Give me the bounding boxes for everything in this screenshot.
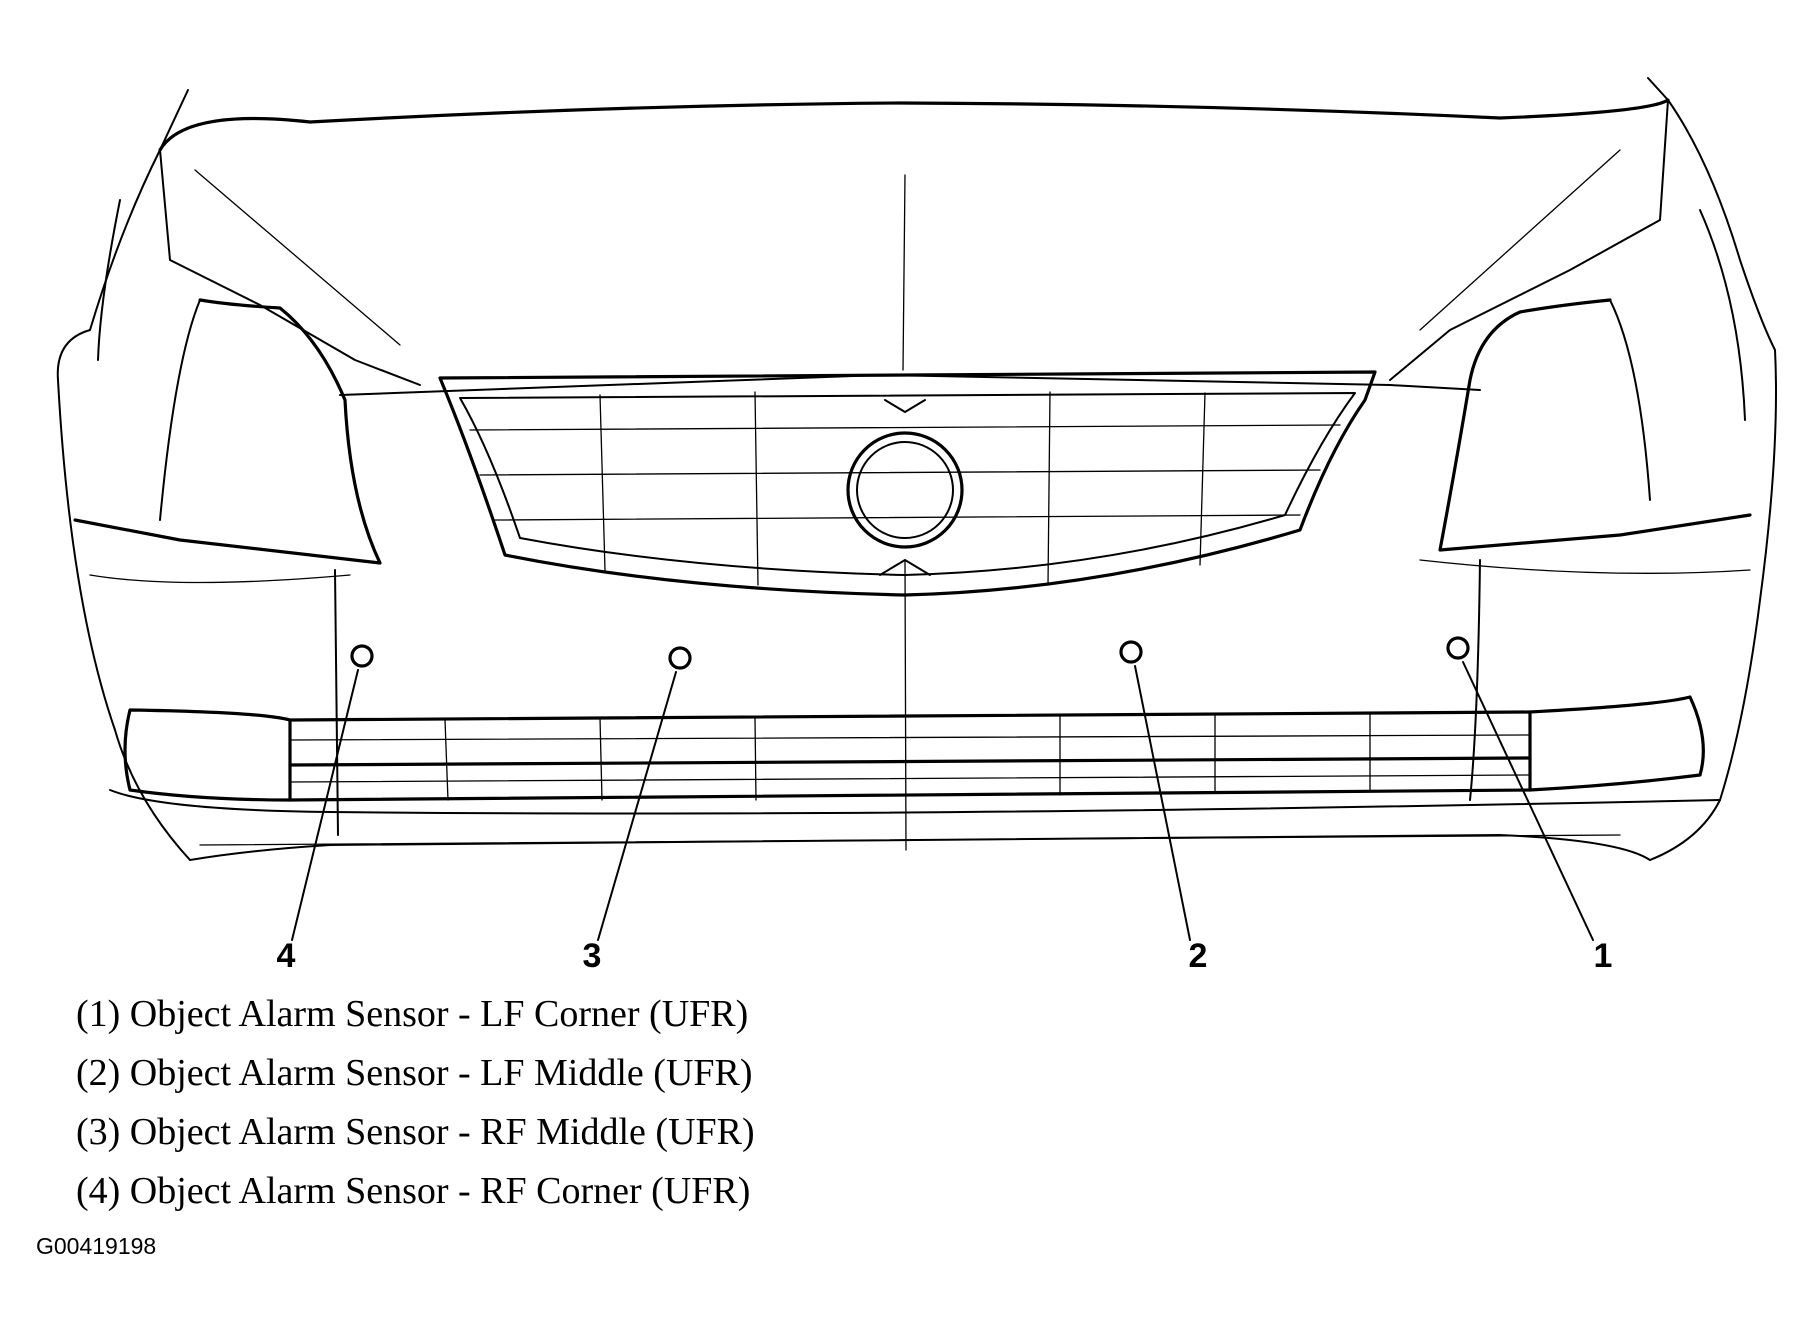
front-bumper-diagram: 4 3 2 1 [56, 77, 1777, 975]
left-fender [56, 149, 382, 861]
callout-number-3: 3 [583, 937, 602, 975]
legend-item-1: (1) Object Alarm Sensor - LF Corner (UFR… [76, 993, 749, 1035]
sensor-3-icon [668, 646, 692, 670]
callout-legend: (1) Object Alarm Sensor - LF Corner (UFR… [76, 985, 755, 1221]
leader-lines [291, 661, 1594, 941]
legend-item-2: (2) Object Alarm Sensor - LF Middle (UFR… [76, 1052, 753, 1094]
center-line [904, 559, 907, 851]
upper-grille [438, 370, 1377, 597]
sensor-4-icon [350, 644, 374, 668]
legend-item-4: (4) Object Alarm Sensor - RF Corner (UFR… [76, 1170, 751, 1212]
callout-number-1: 1 [1594, 937, 1613, 975]
callout-number-2: 2 [1189, 937, 1208, 975]
lower-bumper [109, 559, 1721, 861]
sensor-1-icon [1446, 636, 1470, 660]
callout-number-4: 4 [277, 937, 296, 975]
legend-item-3: (3) Object Alarm Sensor - RF Middle (UFR… [76, 1111, 755, 1153]
hood-outline [158, 77, 1670, 396]
figure-id: G00419198 [36, 1233, 157, 1259]
sensors [350, 636, 1470, 670]
sensor-2-icon [1119, 640, 1143, 664]
